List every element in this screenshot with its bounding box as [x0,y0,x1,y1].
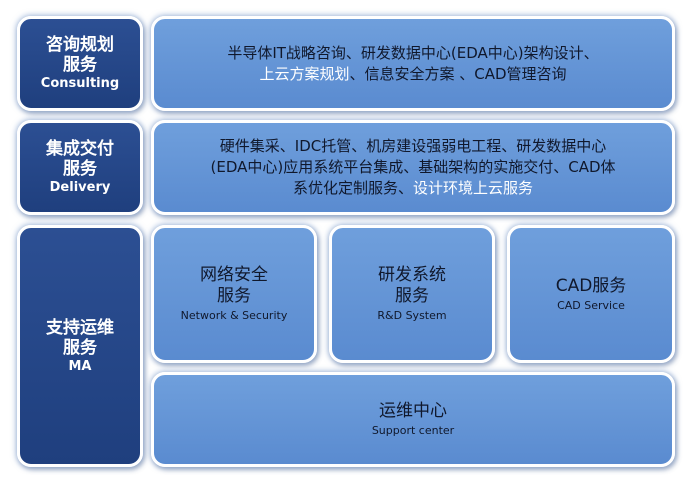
service-network-security-title-en: Network & Security [180,309,288,322]
service-rd-system-title-cn-1: 研发系统 [378,265,446,285]
service-rd-system-title-cn-2: 服务 [395,286,429,306]
consulting-desc-line-2: 上云方案规划、信息安全方案 、CAD管理咨询 [227,64,598,85]
category-delivery: 集成交付 服务 Delivery [17,120,143,215]
consulting-desc-line-1: 半导体IT战略咨询、研发数据中心(EDA中心)架构设计、 [227,43,599,62]
service-network-security-title-cn-1: 网络安全 [200,265,268,285]
consulting-description-box: 半导体IT战略咨询、研发数据中心(EDA中心)架构设计、 上云方案规划、信息安全… [151,16,675,111]
category-ma: 支持运维 服务 MA [17,225,143,467]
delivery-description-box: 硬件集采、IDC托管、机房建设强弱电工程、研发数据中心 (EDA中心)应用系统平… [151,120,675,215]
category-ma-title-cn-1: 支持运维 [46,317,114,338]
category-consulting-title-cn-2: 服务 [63,55,97,75]
service-cad: CAD服务 CAD Service [507,225,675,363]
category-ma-title-cn-2: 服务 [63,337,97,358]
service-support-center: 运维中心 Support center [151,372,675,467]
service-network-security-title-cn-2: 服务 [217,286,251,306]
category-delivery-title-cn-2: 服务 [63,159,97,179]
category-consulting-title-en: Consulting [40,76,120,91]
service-cad-title-cn: CAD服务 [555,275,627,296]
delivery-description: 硬件集采、IDC托管、机房建设强弱电工程、研发数据中心 (EDA中心)应用系统平… [196,136,629,199]
delivery-desc-line-3: 系优化定制服务、设计环境上云服务 [210,178,615,199]
delivery-desc-line-1: 硬件集采、IDC托管、机房建设强弱电工程、研发数据中心 [219,137,607,155]
delivery-desc-line-3-main: 系优化定制服务、 [292,179,413,197]
consulting-desc-highlight: 上云方案规划 [259,64,350,83]
service-cad-title-en: CAD Service [557,298,625,312]
category-delivery-title-cn-1: 集成交付 [46,139,114,159]
category-ma-title-en: MA [68,358,92,374]
consulting-desc-line-2-rest: 、信息安全方案 、CAD管理咨询 [349,64,567,83]
service-support-center-title-en: Support center [371,424,455,437]
delivery-desc-highlight: 设计环境上云服务 [413,179,534,197]
category-consulting-title-cn-1: 咨询规划 [46,35,114,55]
consulting-description: 半导体IT战略咨询、研发数据中心(EDA中心)架构设计、 上云方案规划、信息安全… [213,43,612,85]
delivery-desc-line-2: (EDA中心)应用系统平台集成、基础架构的实施交付、CAD体 [210,158,616,176]
category-delivery-title-en: Delivery [49,180,111,195]
service-rd-system: 研发系统 服务 R&D System [329,225,495,363]
service-rd-system-title-en: R&D System [377,309,447,322]
service-network-security: 网络安全 服务 Network & Security [151,225,317,363]
service-support-center-title-cn: 运维中心 [379,401,447,421]
category-consulting: 咨询规划 服务 Consulting [17,16,143,111]
